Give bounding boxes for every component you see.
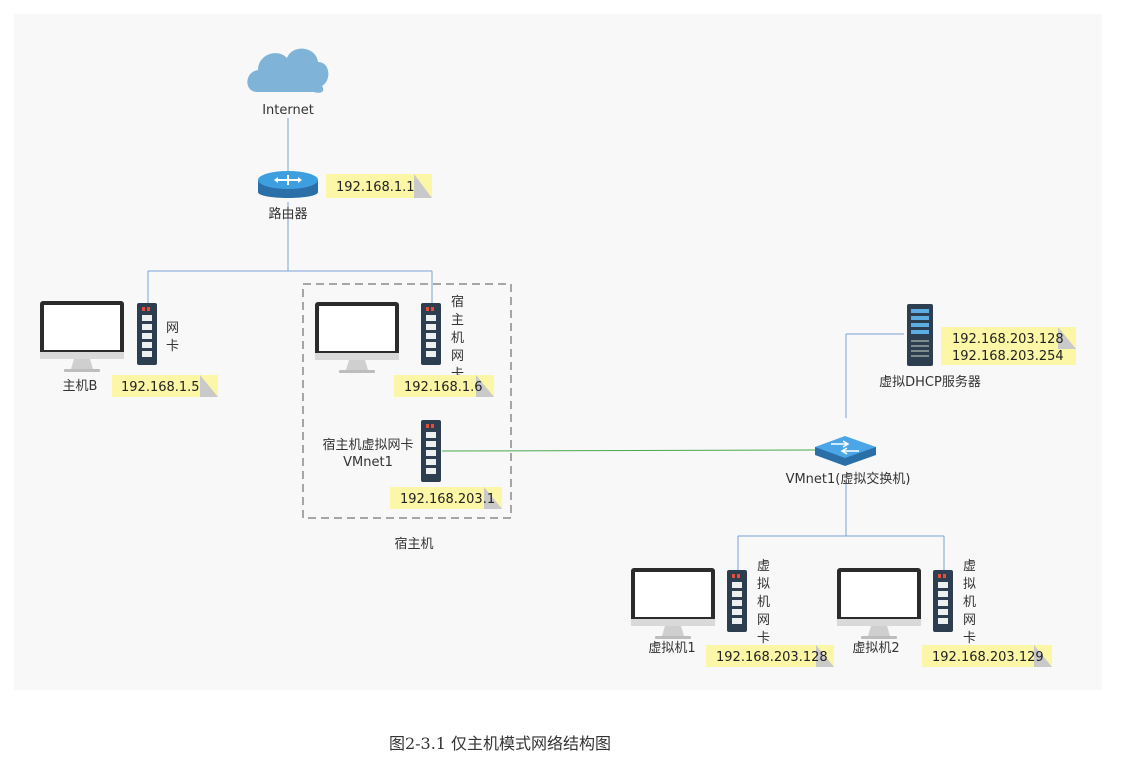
vm2-nic-char: 卡 (963, 631, 976, 646)
host-machine-label: 宿主机 (394, 536, 433, 552)
vm2-nic-label: 虚 拟 机 网 卡 (963, 559, 976, 646)
host-b-nic-icon (137, 303, 157, 365)
vm2-ip: 192.168.203.129 (932, 650, 1044, 665)
host-b-nic-char: 卡 (166, 339, 179, 354)
internet-label: Internet (262, 103, 314, 118)
dhcp-ip-start: 192.168.203.128 (952, 332, 1064, 347)
vm1-label: 虚拟机1 (648, 641, 695, 656)
server-icon (907, 304, 933, 366)
vm2-nic-char: 机 (963, 595, 976, 610)
dhcp-ip-end: 192.168.203.254 (952, 349, 1064, 364)
vswitch-label: VMnet1(虚拟交换机) (786, 471, 911, 487)
router-ip-note: 192.168.1.1 (326, 174, 432, 198)
host-b-ip: 192.168.1.5 (121, 380, 200, 395)
vm2-nic-char: 虚 (963, 559, 976, 574)
vm1-nic-label: 虚 拟 机 网 卡 (757, 559, 770, 646)
host-b-ip-note: 192.168.1.5 (112, 375, 218, 397)
cloud-icon (247, 48, 329, 93)
vm1-ip: 192.168.203.128 (716, 650, 828, 665)
dhcp-server-label: 虚拟DHCP服务器 (879, 374, 981, 390)
host-b-nic-char: 网 (166, 321, 179, 336)
vm1-nic-char: 机 (757, 595, 770, 610)
vm1-nic-char: 虚 (757, 559, 770, 574)
host-nic-ip-note: 192.168.1.6 (394, 375, 494, 397)
switch-icon (815, 436, 876, 466)
vm2-nic-char: 拟 (963, 577, 976, 592)
vm2-ip-note: 192.168.203.129 (922, 645, 1052, 667)
router-label: 路由器 (268, 206, 307, 222)
vm2-nic-char: 网 (963, 613, 976, 628)
host-nic-char: 网 (451, 349, 464, 364)
host-b-nic-label: 网 卡 (166, 321, 179, 354)
host-vnic-label: 宿主机虚拟网卡 (322, 437, 413, 453)
host-nic-char: 机 (451, 331, 464, 346)
host-nic-label: 宿 主 机 网 卡 (451, 294, 464, 382)
vm1-nic-char: 网 (757, 613, 770, 628)
vm1-nic-char: 拟 (757, 577, 770, 592)
host-nic-char: 主 (451, 313, 464, 328)
host-nic-ip: 192.168.1.6 (404, 380, 483, 395)
vm1-nic-char: 卡 (757, 631, 770, 646)
host-vnic-ip-note: 192.168.203.1 (390, 487, 502, 509)
dhcp-ip-note: 192.168.203.128 192.168.203.254 (941, 327, 1076, 365)
connection-lines (147, 118, 945, 570)
figure-caption: 图2-3.1 仅主机模式网络结构图 (389, 734, 611, 753)
router-icon (258, 171, 318, 198)
host-vnic-name: VMnet1 (343, 455, 393, 470)
vm2-nic-icon (933, 570, 953, 632)
host-vnic-ip: 192.168.203.1 (400, 492, 495, 507)
host-nic-char: 宿 (451, 294, 464, 310)
host-machine-boundary (302, 283, 512, 519)
router-ip: 192.168.1.1 (336, 180, 415, 195)
line-vnic-vswitch (441, 449, 816, 452)
host-b-label: 主机B (63, 379, 98, 394)
vm2-label: 虚拟机2 (852, 641, 899, 656)
vm1-ip-note: 192.168.203.128 (706, 645, 834, 667)
host-vnic-icon (421, 420, 441, 482)
vm1-nic-icon (727, 570, 747, 632)
host-nic-icon (421, 303, 441, 365)
